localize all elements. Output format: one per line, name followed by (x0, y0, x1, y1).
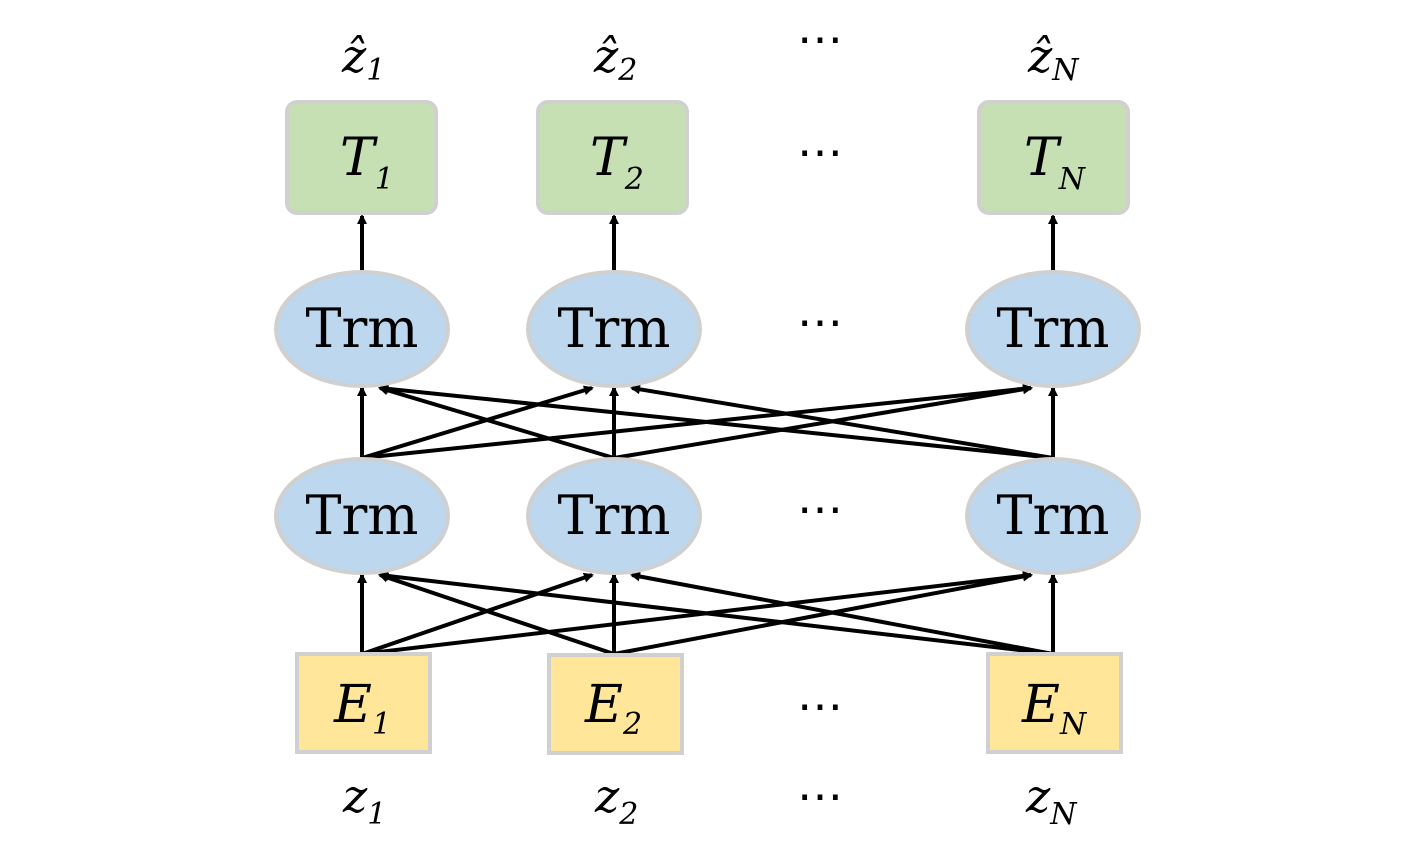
input-subscript: 1 (367, 797, 386, 832)
svg-text:zN: zN (1025, 769, 1078, 832)
embedding-to-layer1-edge-2-3 (613, 571, 1033, 656)
svg-text:T1: T1 (340, 128, 394, 197)
svg-text:E2: E2 (584, 675, 642, 742)
embedding-to-layer1-edge-3-1 (378, 570, 1054, 656)
input-label-n: zN (1025, 769, 1078, 832)
ellipsis-outputs: ⋯ (797, 12, 847, 66)
output-subscript: 1 (366, 53, 385, 88)
embedding-subscript: 1 (372, 707, 391, 742)
output-subscript: 2 (617, 53, 637, 88)
output-box-n: TN (977, 100, 1130, 215)
transformer-node-l1-n: Trm (965, 457, 1141, 575)
edges (357, 214, 1058, 656)
embedding-symbol: E (1021, 675, 1060, 735)
output-box-subscript: N (1058, 162, 1087, 197)
ellipsis-embeddings: ⋯ (797, 679, 847, 733)
svg-text:ẑ2: ẑ2 (593, 29, 637, 88)
input-subscript: N (1049, 797, 1078, 832)
output-symbol: ẑ (1027, 29, 1053, 83)
output-box-symbol: T (1024, 128, 1062, 188)
layer1-to-layer2-edge-2-3 (613, 384, 1033, 460)
input-symbol: z (594, 769, 620, 823)
transformer-node-l1-1: Trm (274, 457, 450, 575)
layer1-to-layer2-edge-1-2 (361, 385, 594, 460)
transformer-node-l2-1: Trm (274, 270, 450, 388)
transformer-label: Trm (557, 297, 670, 360)
output-box-2: T2 (536, 100, 689, 215)
transformer-label: Trm (305, 297, 418, 360)
input-label-1: z1 (342, 769, 386, 832)
embedding-subscript: 2 (622, 707, 642, 742)
transformer-label: Trm (305, 484, 418, 547)
transformer-label: Trm (996, 484, 1109, 547)
embedding-box-2: E2 (547, 653, 684, 755)
ellipsis-inputs: ⋯ (797, 769, 847, 823)
ellipsis-output-boxes: ⋯ (797, 125, 847, 179)
svg-text:TN: TN (1024, 128, 1087, 197)
transformer-node-l2-n: Trm (965, 270, 1141, 388)
ellipsis-layer-1: ⋯ (797, 482, 847, 536)
svg-text:T2: T2 (590, 128, 644, 197)
output-symbol: ẑ (341, 29, 367, 83)
embedding-to-layer1-edge-2-1 (378, 572, 615, 656)
output-label-2: ẑ2 (593, 29, 637, 88)
transformer-label: Trm (996, 297, 1109, 360)
input-label-2: z2 (594, 769, 638, 832)
svg-text:ẑ1: ẑ1 (341, 29, 385, 88)
transformer-layer-2: Trm Trm ⋯ Trm (274, 270, 1141, 388)
svg-text:z2: z2 (594, 769, 638, 832)
output-box-subscript: 2 (624, 162, 644, 197)
embedding-symbol: E (584, 675, 623, 735)
embedding-subscript: N (1059, 707, 1088, 742)
svg-text:ẑN: ẑN (1027, 29, 1080, 88)
output-label-n: ẑN (1027, 29, 1080, 88)
embedding-to-layer1-edge-1-2 (361, 572, 594, 656)
embedding-to-layer1-edge-1-3 (361, 570, 1033, 656)
input-subscript: 2 (618, 797, 638, 832)
output-label-1: ẑ1 (341, 29, 385, 88)
transformer-node-l1-2: Trm (526, 457, 702, 575)
layer1-to-layer2-edge-1-3 (361, 383, 1033, 460)
embedding-box-1: E1 (295, 652, 432, 754)
layer1-to-layer2-edge-3-1 (378, 383, 1054, 460)
layer1-to-layer2-edge-3-2 (630, 384, 1054, 460)
input-symbol: z (342, 769, 368, 823)
embedding-to-layer1-edge-3-2 (630, 571, 1054, 656)
output-box-subscript: 1 (375, 162, 394, 197)
output-box-symbol: T (590, 128, 628, 188)
output-symbol: ẑ (593, 29, 619, 83)
input-symbol: z (1025, 769, 1051, 823)
embedding-box-n: EN (986, 652, 1123, 754)
layer1-to-layer2-edge-2-1 (378, 385, 615, 460)
transformer-label: Trm (557, 484, 670, 547)
transformer-node-l2-2: Trm (526, 270, 702, 388)
ellipsis-layer-2: ⋯ (797, 295, 847, 349)
transformer-layer-1: Trm Trm ⋯ Trm (274, 457, 1141, 575)
output-box-symbol: T (340, 128, 378, 188)
embedding-symbol: E (333, 675, 372, 735)
svg-text:E1: E1 (333, 675, 391, 742)
output-subscript: N (1051, 53, 1080, 88)
svg-text:EN: EN (1021, 675, 1088, 742)
output-box-1: T1 (285, 100, 438, 215)
svg-text:z1: z1 (342, 769, 386, 832)
